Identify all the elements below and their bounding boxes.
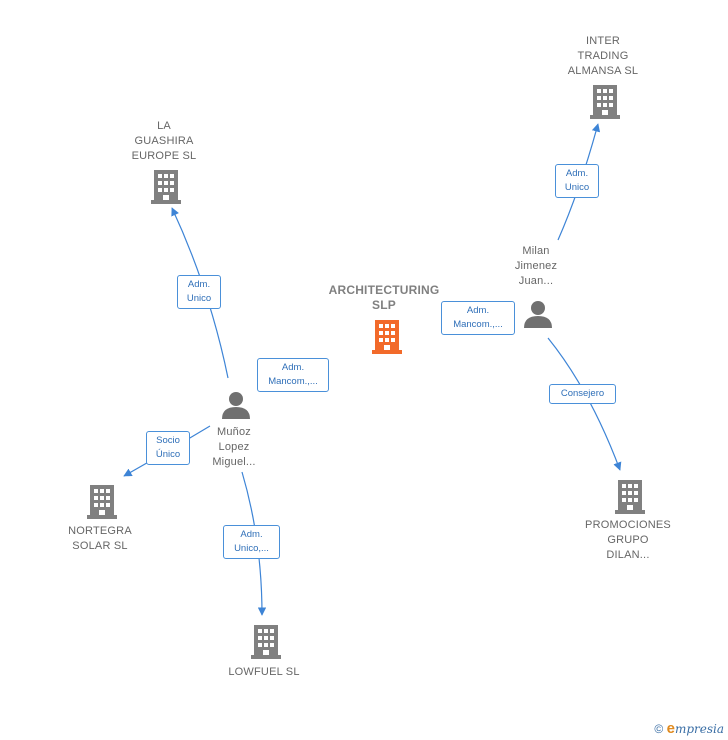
- edge-label-milan-promociones: Consejero: [549, 384, 616, 404]
- edge-label-munoz-nortegra: Socio Único: [146, 431, 190, 465]
- edge-label-munoz-lowfuel: Adm. Unico,...: [223, 525, 280, 559]
- node-label-la-guashira[interactable]: LA GUASHIRA EUROPE SL: [131, 120, 197, 162]
- building-icon-lowfuel: [251, 625, 281, 659]
- node-label-nortegra[interactable]: NORTEGRA SOLAR SL: [68, 525, 132, 552]
- node-label-inter-trading[interactable]: INTER TRADING ALMANSA SL: [567, 35, 639, 77]
- edge-label-munoz-guashira: Adm. Unico: [177, 275, 221, 309]
- node-label-lowfuel[interactable]: LOWFUEL SL: [228, 666, 300, 678]
- node-label-promociones[interactable]: PROMOCIONES GRUPO DILAN...: [585, 519, 671, 561]
- edge-label-milan-inter: Adm. Unico: [555, 164, 599, 198]
- node-label-center[interactable]: ARCHITECTURING SLP: [328, 283, 440, 312]
- node-label-milan[interactable]: Milan Jimenez Juan...: [514, 245, 558, 287]
- brand-name: mpresia: [674, 722, 724, 736]
- node-label-munoz[interactable]: Muñoz Lopez Miguel...: [212, 426, 256, 468]
- brand-initial: e: [666, 720, 675, 737]
- building-icon-center: [372, 320, 402, 354]
- footer-credit[interactable]: © empresia: [654, 720, 724, 737]
- building-icon-inter-trading: [590, 85, 620, 119]
- person-icon-munoz: [222, 392, 250, 419]
- edge-milan-promociones: [547, 337, 622, 471]
- copyright-symbol: ©: [654, 722, 664, 736]
- building-icon-nortegra: [87, 485, 117, 519]
- building-icon-la-guashira: [151, 170, 181, 204]
- edge-label-milan-center: Adm. Mancom.,...: [441, 301, 515, 335]
- person-icon-milan: [524, 301, 552, 328]
- building-icon-promociones: [615, 480, 645, 514]
- edge-label-munoz-center: Adm. Mancom.,...: [257, 358, 329, 392]
